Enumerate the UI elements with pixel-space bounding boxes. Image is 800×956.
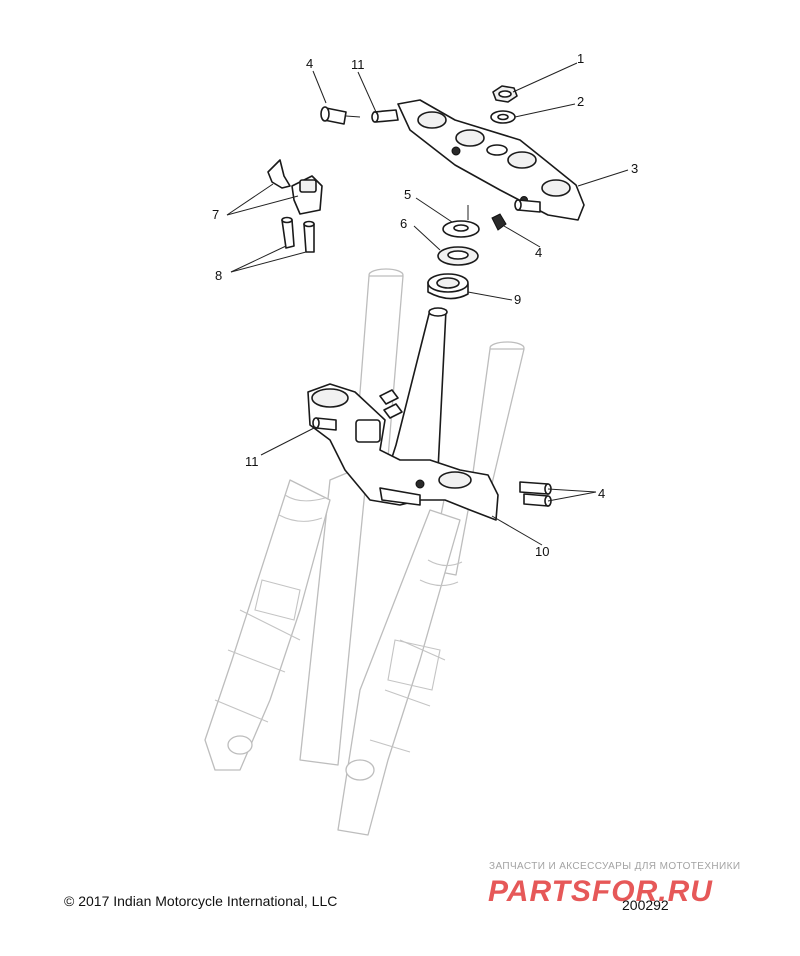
callout-9: 9 (514, 292, 521, 307)
figure-number: 200292 (622, 897, 669, 913)
callout-10: 10 (535, 544, 549, 559)
pin-11-lower (312, 417, 337, 431)
bearing-9 (427, 273, 469, 300)
callout-6: 6 (400, 216, 407, 231)
callout-4-top: 4 (306, 56, 313, 71)
bolts-8 (281, 216, 315, 253)
callout-7: 7 (212, 207, 219, 222)
upper-triple-clamp (397, 99, 585, 221)
lower-triple-clamp (307, 307, 499, 521)
pin-11-top-right (514, 199, 541, 213)
callout-4-mid: 4 (535, 245, 542, 260)
callout-3: 3 (631, 161, 638, 176)
watermark-caption: ЗАПЧАСТИ И АКСЕССУАРЫ ДЛЯ МОТОТЕХНИКИ (489, 861, 741, 872)
leader-lines (226, 62, 629, 546)
copyright-text: © 2017 Indian Motorcycle International, … (64, 893, 338, 909)
dust-seal-5 (442, 205, 480, 238)
callout-11-lower: 11 (245, 454, 259, 469)
fork-left-ghost (204, 268, 404, 771)
watermark-logo-text: PARTSFOR.RU (488, 875, 713, 907)
callout-11-top: 11 (351, 57, 365, 72)
bolt-4-top (320, 106, 361, 125)
pinch-bolt-4 (491, 213, 507, 231)
callout-labels: 1 2 3 4 4 4 5 6 7 8 9 10 11 11 (212, 51, 638, 559)
fork-right-ghost (337, 341, 525, 836)
callout-4-lower: 4 (598, 486, 605, 501)
callout-8: 8 (215, 268, 222, 283)
callout-2: 2 (577, 94, 584, 109)
stem-nut-1 (492, 85, 518, 103)
callout-1: 1 (577, 51, 584, 66)
pin-11-top (371, 109, 399, 123)
small-bolts (379, 389, 403, 419)
cable-clip-7 (267, 159, 323, 215)
watermark-logo: PARTSFOR.RU (488, 875, 713, 907)
bolts-4-lower (519, 481, 552, 507)
bearing-6 (437, 246, 479, 266)
callout-5: 5 (404, 187, 411, 202)
washer-2 (490, 110, 516, 124)
